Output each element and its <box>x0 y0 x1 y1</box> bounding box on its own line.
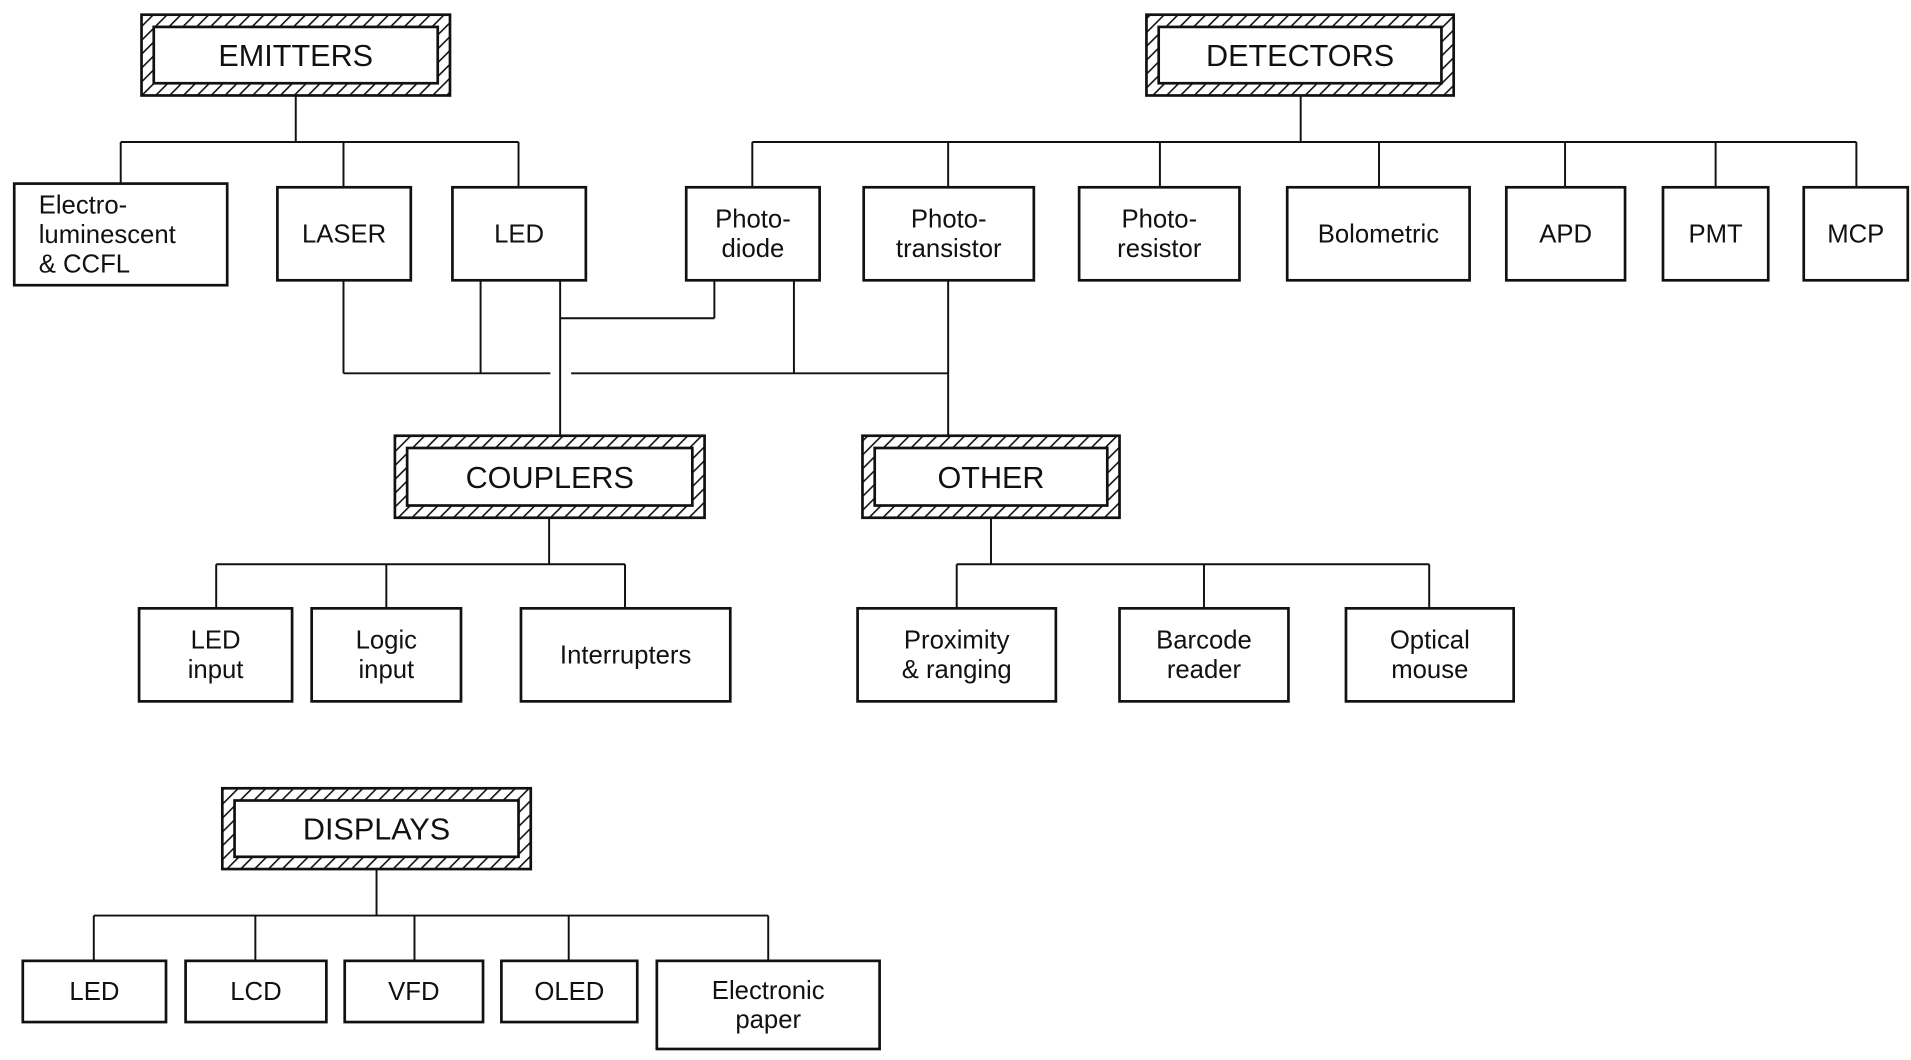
node-label-line: resistor <box>1117 235 1202 263</box>
node-label-line: Electronic <box>712 977 825 1005</box>
node-box <box>310 606 463 703</box>
node-label-line: Bolometric <box>1318 220 1439 248</box>
category-detectors: DETECTORS <box>1145 13 1456 97</box>
header-box <box>405 446 694 507</box>
connector-lines <box>92 95 1858 961</box>
node-label-line: Photo- <box>911 206 987 234</box>
node-displays-vfd: VFD <box>343 959 485 1024</box>
header-box <box>873 446 1109 507</box>
node-label-line: Proximity <box>904 627 1010 655</box>
node-label-line: transistor <box>896 235 1002 263</box>
node-box <box>343 959 485 1024</box>
node-emitters-electro-luminescent-ccfl: Electro-luminescent& CCFL <box>12 182 229 287</box>
node-detectors-pmt: PMT <box>1661 185 1770 282</box>
node-box <box>856 606 1058 703</box>
node-box <box>184 959 328 1024</box>
node-detectors-mcp: MCP <box>1802 185 1910 282</box>
header-box <box>152 25 440 85</box>
node-box <box>1802 185 1910 282</box>
node-label-line: LED <box>69 978 119 1006</box>
node-detectors-bolometric: Bolometric <box>1285 185 1471 282</box>
node-label-line: input <box>188 656 244 684</box>
node-label-line: & ranging <box>902 656 1012 684</box>
node-box <box>1118 606 1290 703</box>
category-title: EMITTERS <box>218 39 373 73</box>
node-label-line: LCD <box>230 978 281 1006</box>
node-box <box>519 606 732 703</box>
node-couplers-interrupters: Interrupters <box>519 606 732 703</box>
node-box <box>500 959 639 1024</box>
node-emitters-led: LED <box>451 185 588 282</box>
category-title: OTHER <box>937 461 1044 495</box>
node-label-line: LED <box>494 220 544 248</box>
category-emitters: EMITTERS <box>140 13 452 97</box>
node-box <box>276 185 413 282</box>
node-box <box>1504 185 1627 282</box>
node-label-line: APD <box>1539 220 1592 248</box>
node-box <box>1077 185 1241 282</box>
node-label-line: diode <box>721 235 784 263</box>
node-box <box>1661 185 1770 282</box>
node-label-line: VFD <box>388 978 439 1006</box>
node-label-line: OLED <box>534 978 604 1006</box>
node-label-line: Optical <box>1390 627 1470 655</box>
node-label-line: input <box>358 656 414 684</box>
node-detectors-photo-transistor: Photo-transistor <box>862 185 1036 282</box>
node-label-line: Interrupters <box>560 641 691 669</box>
header-box <box>233 799 520 859</box>
node-box <box>1285 185 1471 282</box>
category-couplers: COUPLERS <box>393 434 706 520</box>
node-box <box>137 606 294 703</box>
node-emitters-laser: LASER <box>276 185 413 282</box>
category-title: COUPLERS <box>466 461 634 495</box>
node-displays-lcd: LCD <box>184 959 328 1024</box>
node-other-proximity-ranging: Proximity& ranging <box>856 606 1058 703</box>
node-box <box>655 959 881 1051</box>
node-label-line: Photo- <box>1121 206 1197 234</box>
node-label-line: LASER <box>302 220 386 248</box>
node-box <box>21 959 168 1024</box>
node-label-line: Electro- <box>39 192 128 220</box>
node-label-line: luminescent <box>39 221 176 249</box>
node-displays-oled: OLED <box>500 959 639 1024</box>
node-label-line: Barcode <box>1156 627 1252 655</box>
category-displays: DISPLAYS <box>220 786 533 871</box>
category-title: DISPLAYS <box>303 813 450 847</box>
node-box <box>684 185 821 282</box>
category-other: OTHER <box>861 434 1121 520</box>
node-label-line: reader <box>1167 656 1242 684</box>
node-box <box>12 182 229 287</box>
node-label-line: Logic <box>356 627 418 655</box>
node-label-line: PMT <box>1688 220 1743 248</box>
node-label-line: LED <box>191 627 241 655</box>
node-label-line: paper <box>735 1006 801 1034</box>
node-displays-led: LED <box>21 959 168 1024</box>
node-detectors-photo-resistor: Photo-resistor <box>1077 185 1241 282</box>
node-detectors-apd: APD <box>1504 185 1627 282</box>
node-label-line: MCP <box>1827 220 1884 248</box>
node-label-line: & CCFL <box>39 250 130 278</box>
category-title: DETECTORS <box>1206 39 1394 73</box>
node-label-line: Photo- <box>715 206 791 234</box>
header-box <box>1157 25 1443 85</box>
node-box <box>862 185 1036 282</box>
node-detectors-photo-diode: Photo-diode <box>684 185 821 282</box>
node-box <box>1344 606 1515 703</box>
node-box <box>451 185 588 282</box>
node-label-line: mouse <box>1391 656 1468 684</box>
